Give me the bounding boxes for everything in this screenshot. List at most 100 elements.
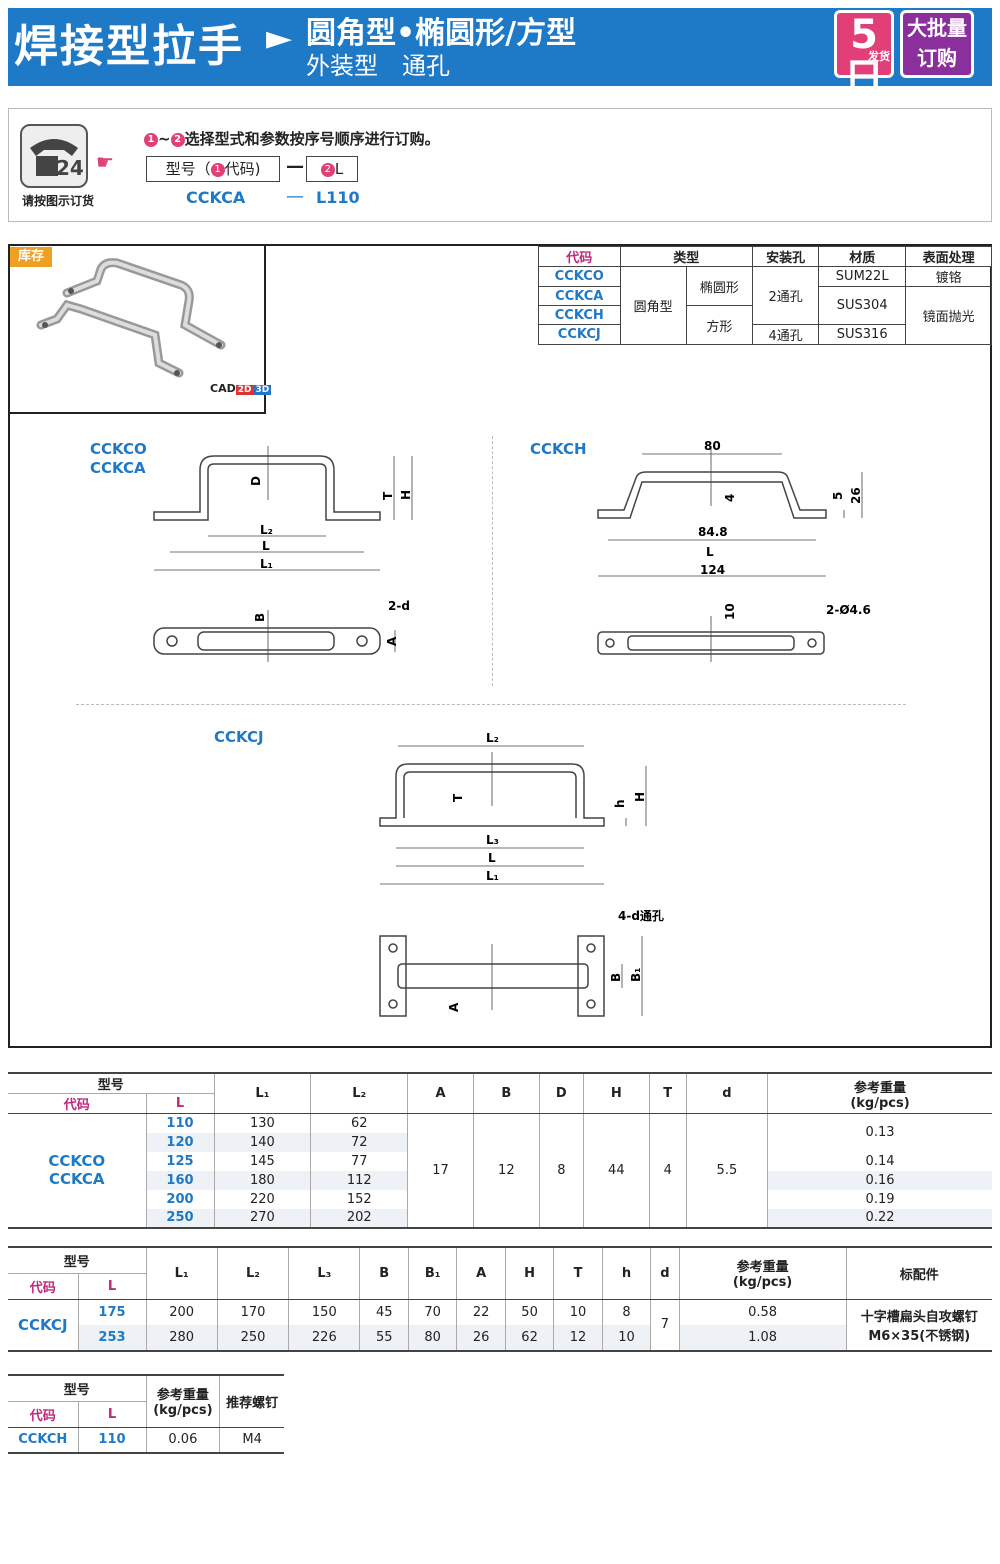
model-step-badge: 1	[210, 162, 225, 177]
t2-acc-line2: M6×35(不锈钢)	[868, 1328, 971, 1344]
t2-L1: 200	[146, 1299, 218, 1325]
t2-header-col: B₁	[408, 1247, 458, 1300]
t1-header-weight: 参考重量(kg/pcs)	[767, 1073, 992, 1114]
drawing2-code: CCKCH	[530, 440, 587, 458]
t2-header-col: h	[602, 1247, 652, 1300]
t1-weight: 0.14	[865, 1153, 895, 1169]
cad-label: CAD	[210, 382, 236, 395]
dim-L2: L₂	[486, 731, 499, 745]
pointing-hand-icon: ☛	[96, 150, 114, 174]
t2-accessory: 十字槽扁头自攻螺钉 M6×35(不锈钢)	[846, 1299, 992, 1351]
t2-B1: 80	[408, 1325, 458, 1351]
dim-H: H	[399, 490, 413, 500]
t2-acc-line1: 十字槽扁头自攻螺钉	[860, 1309, 978, 1325]
dim-h: h	[613, 799, 627, 808]
spec-hole-2: 2通孔	[751, 266, 820, 325]
t1-A: 17	[407, 1113, 474, 1228]
t1-T: 4	[649, 1113, 687, 1228]
spec-code: CCKCO	[538, 266, 621, 287]
t2-header-L: L	[78, 1273, 147, 1300]
dim-15: 15	[580, 635, 583, 652]
dim-L3: L₃	[486, 833, 499, 847]
drawing1-svg: D T H L₂ L L₁ B A 2-d	[153, 446, 413, 662]
model-code-label: 代码)	[224, 160, 261, 178]
t2-L: 253	[78, 1325, 147, 1351]
dim-26: 26	[849, 487, 863, 504]
t1-L: 110	[146, 1113, 215, 1133]
cad-3d[interactable]: 3D	[253, 385, 272, 395]
t3-weight-line1: 参考重量	[156, 1388, 209, 1404]
t2-A: 22	[456, 1299, 506, 1325]
t3-header-model: 型号	[8, 1375, 147, 1402]
t1-header-col: B	[473, 1073, 540, 1114]
t1-weight-line2: (kg/pcs)	[850, 1095, 910, 1111]
spec-table: 代码 类型 安装孔 材质 表面处理 CCKCO 圆角型 椭圆形 2通孔 SUM2…	[538, 246, 992, 345]
t1-L: 160	[146, 1170, 215, 1190]
t3-weight-line2: (kg/pcs)	[153, 1403, 213, 1419]
t2-header-accessory: 标配件	[846, 1247, 992, 1300]
dim-A: A	[447, 1002, 461, 1012]
t1-weight: 0.16	[865, 1172, 895, 1188]
t2-B1: 70	[408, 1299, 458, 1325]
tilde: ~	[158, 130, 171, 148]
L-label: L	[334, 160, 344, 178]
t2-L3: 226	[288, 1325, 361, 1351]
dim-L: L	[488, 851, 496, 865]
t2-header-col: B	[359, 1247, 409, 1300]
model-label: 型号（	[165, 160, 211, 178]
t2-header-col: L₃	[288, 1247, 361, 1300]
t2-d: 7	[650, 1299, 680, 1351]
dim-L1: L₁	[486, 869, 499, 883]
example-code: CCKCA	[186, 188, 246, 207]
t3-code: CCKCH	[8, 1427, 79, 1453]
cad-2d[interactable]: 2D	[235, 385, 254, 395]
t2-H: 50	[505, 1299, 555, 1325]
t2-T: 12	[553, 1325, 603, 1351]
t2-L2: 250	[217, 1325, 290, 1351]
spec-header-hole: 安装孔	[751, 246, 820, 267]
example-L: L110	[316, 188, 360, 207]
dim-124: 124	[700, 563, 725, 577]
hours-24: 24	[56, 156, 84, 180]
dim-L1: L₁	[260, 557, 273, 571]
t3-header-weight: 参考重量(kg/pcs)	[146, 1375, 221, 1428]
order-dash: —	[286, 156, 304, 177]
dim-hole: 2-Ø4.6	[826, 603, 871, 617]
t1-d: 5.5	[686, 1113, 769, 1228]
t2-T: 10	[553, 1299, 603, 1325]
product-photo-box	[8, 244, 266, 414]
t3-weight: 0.06	[146, 1427, 221, 1453]
spec-header-type: 类型	[619, 246, 753, 267]
t1-code: CCKCA	[48, 1170, 105, 1189]
dim-B: B	[253, 613, 267, 622]
t1-L1: 145	[214, 1151, 312, 1171]
spec-code: CCKCH	[538, 305, 621, 325]
t2-header-col: H	[505, 1247, 555, 1300]
dim-hole: 2-d	[388, 599, 410, 613]
t2-header-code: 代码	[8, 1273, 79, 1300]
t1-L2: 112	[310, 1170, 409, 1190]
dim-D: D	[249, 476, 263, 486]
spec-header-material: 材质	[818, 246, 907, 267]
bulk-order-badge: 大批量 订购	[900, 10, 974, 78]
t1-weight: 0.19	[865, 1191, 895, 1207]
dim-A: A	[385, 636, 399, 646]
t2-header-col: L₁	[146, 1247, 218, 1300]
t1-header-model: 型号	[8, 1073, 215, 1094]
t3-header-code: 代码	[8, 1401, 79, 1428]
t2-header-col: d	[650, 1247, 680, 1300]
spec-surface: 镜面抛光	[905, 286, 992, 345]
step-2-badge: 2	[170, 132, 185, 147]
t1-L: 125	[146, 1151, 215, 1171]
steps-description: 选择型式和参数按序号顺序进行订购。	[184, 130, 440, 148]
drawing1-code2: CCKCA	[90, 459, 146, 477]
dim-L: L	[262, 539, 270, 553]
t1-header-col: d	[686, 1073, 769, 1114]
dim-T: T	[381, 491, 395, 500]
t2-header-model: 型号	[8, 1247, 147, 1274]
delivery-badge: 5日	[834, 10, 894, 101]
